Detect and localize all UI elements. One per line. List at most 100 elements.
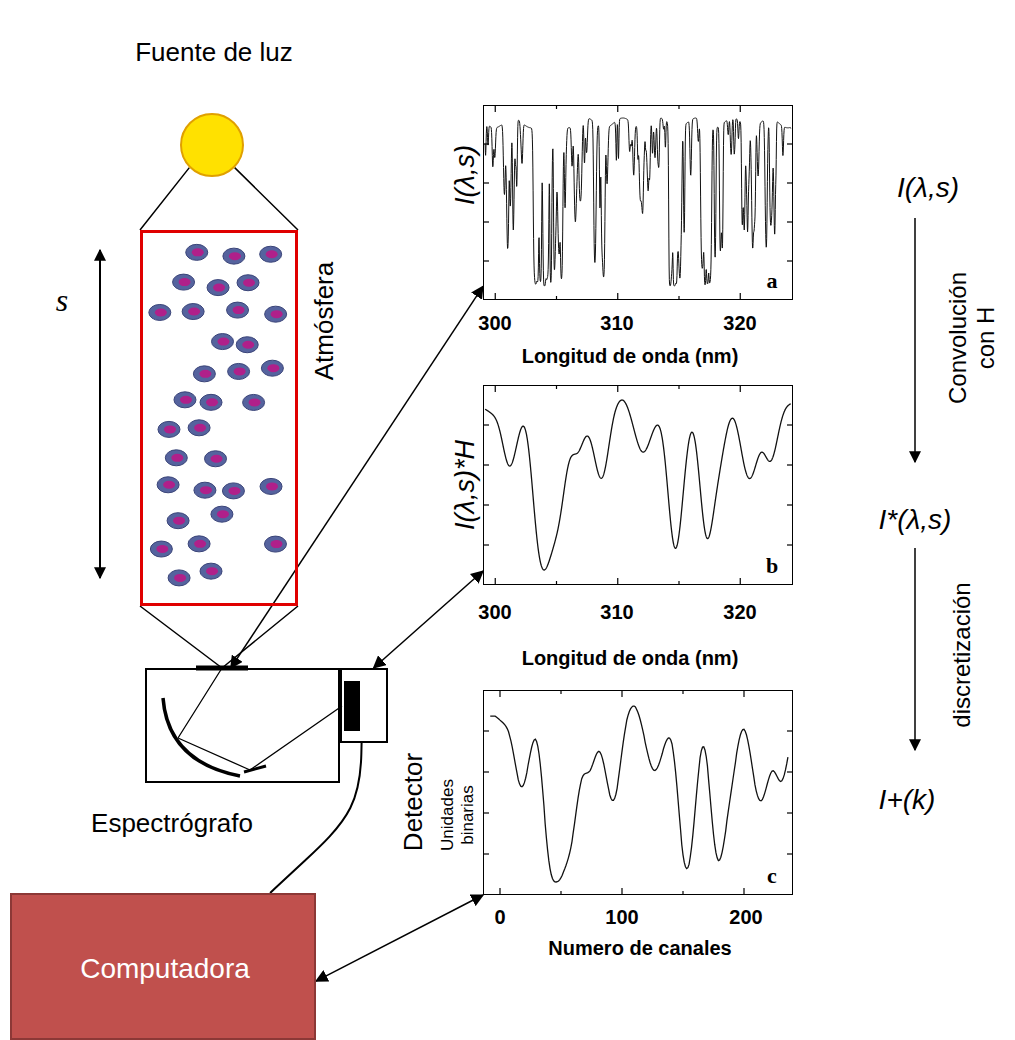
particle	[207, 280, 229, 296]
axis-tick	[495, 385, 496, 392]
particle	[194, 540, 206, 548]
particle	[182, 304, 204, 320]
flow-arrow	[914, 218, 916, 462]
particle	[150, 541, 172, 557]
tick-label: 320	[723, 601, 756, 624]
axis-title: Numero de canales	[548, 937, 731, 960]
particle	[174, 574, 186, 582]
atmosphere-box: Atmósfera	[140, 230, 298, 606]
particle	[265, 306, 287, 322]
tick-label: 310	[600, 601, 633, 624]
spectrum-curve	[485, 118, 791, 286]
particle	[237, 275, 259, 291]
particle	[205, 451, 227, 467]
particle	[157, 477, 179, 493]
particle	[217, 510, 229, 518]
spectrum-curve	[485, 400, 791, 570]
particle	[206, 567, 218, 575]
spectrum-curve	[490, 706, 788, 882]
connector	[140, 606, 298, 668]
particle	[193, 366, 215, 382]
axis-title: Longitud de onda (nm)	[522, 647, 739, 670]
particle	[236, 337, 258, 353]
particle	[188, 536, 210, 552]
particle	[155, 308, 167, 316]
particle	[164, 425, 176, 433]
particle	[227, 302, 249, 318]
particle	[271, 310, 283, 318]
particle	[212, 334, 234, 350]
light-ray	[178, 668, 342, 770]
particle	[168, 570, 190, 586]
particle	[260, 246, 282, 262]
particle	[165, 450, 187, 466]
particle	[205, 451, 227, 467]
particle	[223, 248, 245, 264]
particle	[266, 250, 278, 258]
particle	[156, 545, 168, 553]
connector	[374, 571, 483, 668]
node-label: b	[766, 553, 778, 578]
axis-tick	[621, 690, 622, 697]
particle	[270, 540, 282, 548]
spectrum-panel: a	[483, 105, 793, 300]
particle	[218, 338, 230, 346]
particle	[180, 396, 192, 404]
tick-label: 320	[723, 312, 756, 335]
axis-tick	[740, 578, 741, 585]
particle	[186, 244, 208, 260]
axis-tick	[740, 105, 741, 112]
detector-box: Detector	[340, 668, 388, 743]
particle	[200, 394, 222, 410]
axis-tick	[617, 293, 618, 300]
axis-tick	[617, 578, 618, 585]
flow-arrow	[914, 548, 916, 750]
particle	[179, 278, 191, 286]
particle	[200, 563, 222, 579]
connector	[140, 168, 298, 230]
node-label: Espectrógrafo	[91, 809, 253, 839]
axis-title: I(λ,s)*H	[450, 440, 481, 530]
particle	[243, 394, 265, 410]
particle	[264, 536, 286, 552]
axis-tick	[499, 888, 500, 895]
grating	[244, 766, 266, 772]
particle	[194, 482, 216, 498]
particle	[192, 248, 204, 256]
particle	[149, 304, 171, 320]
particle	[222, 483, 244, 499]
particle	[207, 280, 229, 296]
axis-tick	[495, 105, 496, 112]
tick-label: 100	[605, 906, 638, 929]
step-label: discretización	[948, 582, 976, 727]
particle	[188, 308, 200, 316]
particle	[157, 477, 179, 493]
concave-mirror	[163, 698, 240, 776]
particle	[150, 541, 172, 557]
particle	[182, 304, 204, 320]
axis-tick	[743, 690, 744, 697]
particle	[188, 420, 210, 436]
particle	[227, 302, 249, 318]
computer-box: Computadora	[10, 893, 316, 1040]
connector	[316, 895, 483, 981]
step-label: Convolución con H	[944, 263, 999, 413]
formula-label: I*(λ,s)	[879, 504, 952, 536]
node-label: Atmósfera	[310, 262, 340, 381]
particle	[206, 398, 218, 406]
particle	[168, 570, 190, 586]
particle	[228, 363, 250, 379]
particle	[211, 506, 233, 522]
particle	[243, 279, 255, 287]
length-arrow	[99, 250, 101, 578]
formula-label: I(λ,s)	[897, 172, 959, 204]
tick-label: 300	[478, 312, 511, 335]
particle	[167, 513, 189, 529]
dimension-label: s	[56, 282, 68, 319]
axis-title: Unidades binarias	[438, 770, 477, 860]
light-source: Fuente de luz	[180, 113, 244, 177]
particle	[211, 506, 233, 522]
particle	[233, 306, 245, 314]
